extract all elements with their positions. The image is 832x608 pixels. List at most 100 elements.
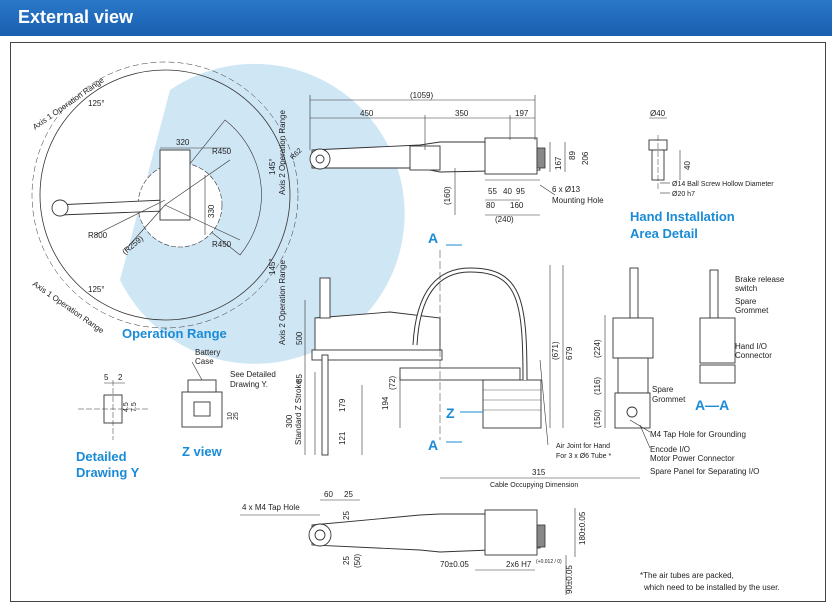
r450a-label: R450: [212, 147, 232, 156]
hand-io-2: Connector: [735, 351, 772, 360]
z-d10: 10: [227, 412, 234, 420]
bottom-d50: (50): [353, 553, 362, 568]
d320-label: 320: [176, 138, 190, 147]
spare-grommet-1: Spare: [735, 297, 757, 306]
top-d206: 206: [581, 151, 590, 165]
top-d160b: 160: [510, 201, 524, 210]
hand-detail-title-2: Area Detail: [630, 226, 698, 241]
side-d671: (671): [551, 341, 560, 360]
r450b-label: R450: [212, 240, 232, 249]
top-view-drawing: [309, 95, 566, 216]
top-d160: (160): [443, 186, 452, 205]
hand-d40: Ø40: [650, 109, 666, 118]
y-d45: 4.5: [123, 402, 130, 412]
detail-y-drawing: [78, 380, 148, 440]
aa-d224: (224): [593, 339, 602, 358]
side-d179: 179: [338, 398, 347, 412]
spare-panel-label: Spare Panel for Separating I/O: [650, 467, 759, 476]
top-d40: 40: [503, 187, 512, 196]
detail-y-title-2: Drawing Y: [76, 465, 140, 480]
battery-case-1: Battery: [195, 348, 220, 357]
bottom-d90: 90±0.05: [565, 565, 574, 594]
bottom-d25a: 25: [344, 490, 353, 499]
top-d450: 450: [360, 109, 374, 118]
battery-case-2: Case: [195, 357, 214, 366]
z-view-title: Z view: [182, 444, 223, 459]
y-d5: 5: [104, 373, 109, 382]
footnote-line-1: *The air tubes are packed,: [640, 571, 734, 580]
axis1-bottom-deg: 125°: [88, 285, 105, 294]
top-holes: 6 x Ø13: [552, 185, 581, 194]
d330-label: 330: [207, 204, 216, 218]
hand-shaft2: Ø20 h7: [672, 191, 695, 198]
motor-power-label: Motor Power Connector: [650, 454, 735, 463]
axis2-top-label: Axis 2 Operation Range: [278, 110, 287, 195]
footnote-line-2: which need to be installed by the user.: [643, 583, 780, 592]
top-d89: 89: [568, 151, 577, 160]
side-d85: 85: [295, 374, 304, 383]
bottom-d60: 60: [324, 490, 333, 499]
side-d500: 500: [295, 331, 304, 345]
page-title: External view: [18, 7, 134, 27]
z-arrow-label: Z: [446, 405, 455, 421]
encode-io-label: Encode I/O: [650, 445, 690, 454]
axis2-bottom-deg: 145°: [268, 258, 277, 275]
side-d194: 194: [381, 396, 390, 410]
section-a-top: A: [428, 230, 438, 246]
see-detailed-2: Drawing Y.: [230, 380, 268, 389]
aa-title: A—A: [695, 397, 729, 413]
top-d80: 80: [486, 201, 495, 210]
section-a-bottom: A: [428, 437, 438, 453]
hand-h40: 40: [683, 161, 692, 170]
top-holes-label: Mounting Hole: [552, 196, 604, 205]
axis2-bottom-label: Axis 2 Operation Range: [278, 260, 287, 345]
bottom-tap-hole: 4 x M4 Tap Hole: [242, 503, 300, 512]
top-d55: 55: [488, 187, 497, 196]
brake-release-2: switch: [735, 284, 757, 293]
hand-shaft: Ø14 Ball Screw Hollow Diameter: [672, 181, 774, 188]
spare-grommet-b2: Grommet: [652, 395, 686, 404]
side-d121: 121: [338, 431, 347, 445]
y-d75: 7.5: [131, 402, 138, 412]
bottom-d25c: 25: [342, 556, 351, 565]
air-joint-label-2: For 3 x Ø6 Tube *: [556, 453, 612, 460]
side-d315: 315: [532, 468, 546, 477]
bottom-view-drawing: [240, 499, 576, 595]
top-d350: 350: [455, 109, 469, 118]
side-stroke: Standard Z Stroke: [294, 380, 303, 445]
aa-d150: (150): [593, 409, 602, 428]
r800-label: R800: [88, 231, 108, 240]
m4-tap-hole-label: M4 Tap Hole for Grounding: [650, 430, 746, 439]
operation-range-diagram: [31, 61, 405, 364]
side-d300: 300: [285, 414, 294, 428]
spare-grommet-b1: Spare: [652, 385, 674, 394]
top-d167: 167: [554, 156, 563, 170]
operation-range-title: Operation Range: [122, 326, 227, 341]
hand-detail-drawing: [648, 117, 681, 194]
bottom-d180: 180±0.05: [578, 511, 587, 545]
top-d240: (240): [495, 215, 514, 224]
see-detailed-1: See Detailed: [230, 370, 276, 379]
top-d95: 95: [516, 187, 525, 196]
y-d2: 2: [118, 373, 123, 382]
side-view-drawing: [304, 244, 640, 479]
bottom-d25b: 25: [342, 511, 351, 520]
bottom-d26-tol: (+0.012 / 0): [536, 559, 562, 565]
bottom-d26: 2x6 H7: [506, 560, 532, 569]
axis1-top-deg: 125°: [88, 99, 105, 108]
side-d72: (72): [388, 375, 397, 390]
detail-y-title-1: Detailed: [76, 449, 127, 464]
axis2-top-deg: 145°: [268, 158, 277, 175]
section-aa-drawing: [604, 267, 736, 449]
hand-detail-title-1: Hand Installation: [630, 209, 735, 224]
hand-io-1: Hand I/O: [735, 342, 767, 351]
header-bar: External view: [0, 0, 832, 36]
drawing-frame: [10, 42, 826, 602]
z-d25: 25: [233, 412, 240, 420]
spare-grommet-2: Grommet: [735, 306, 769, 315]
z-view-drawing: [181, 361, 223, 428]
aa-d116: (116): [593, 377, 602, 395]
air-joint-label-1: Air Joint for Hand: [556, 443, 610, 450]
bottom-d70: 70±0.05: [440, 560, 469, 569]
